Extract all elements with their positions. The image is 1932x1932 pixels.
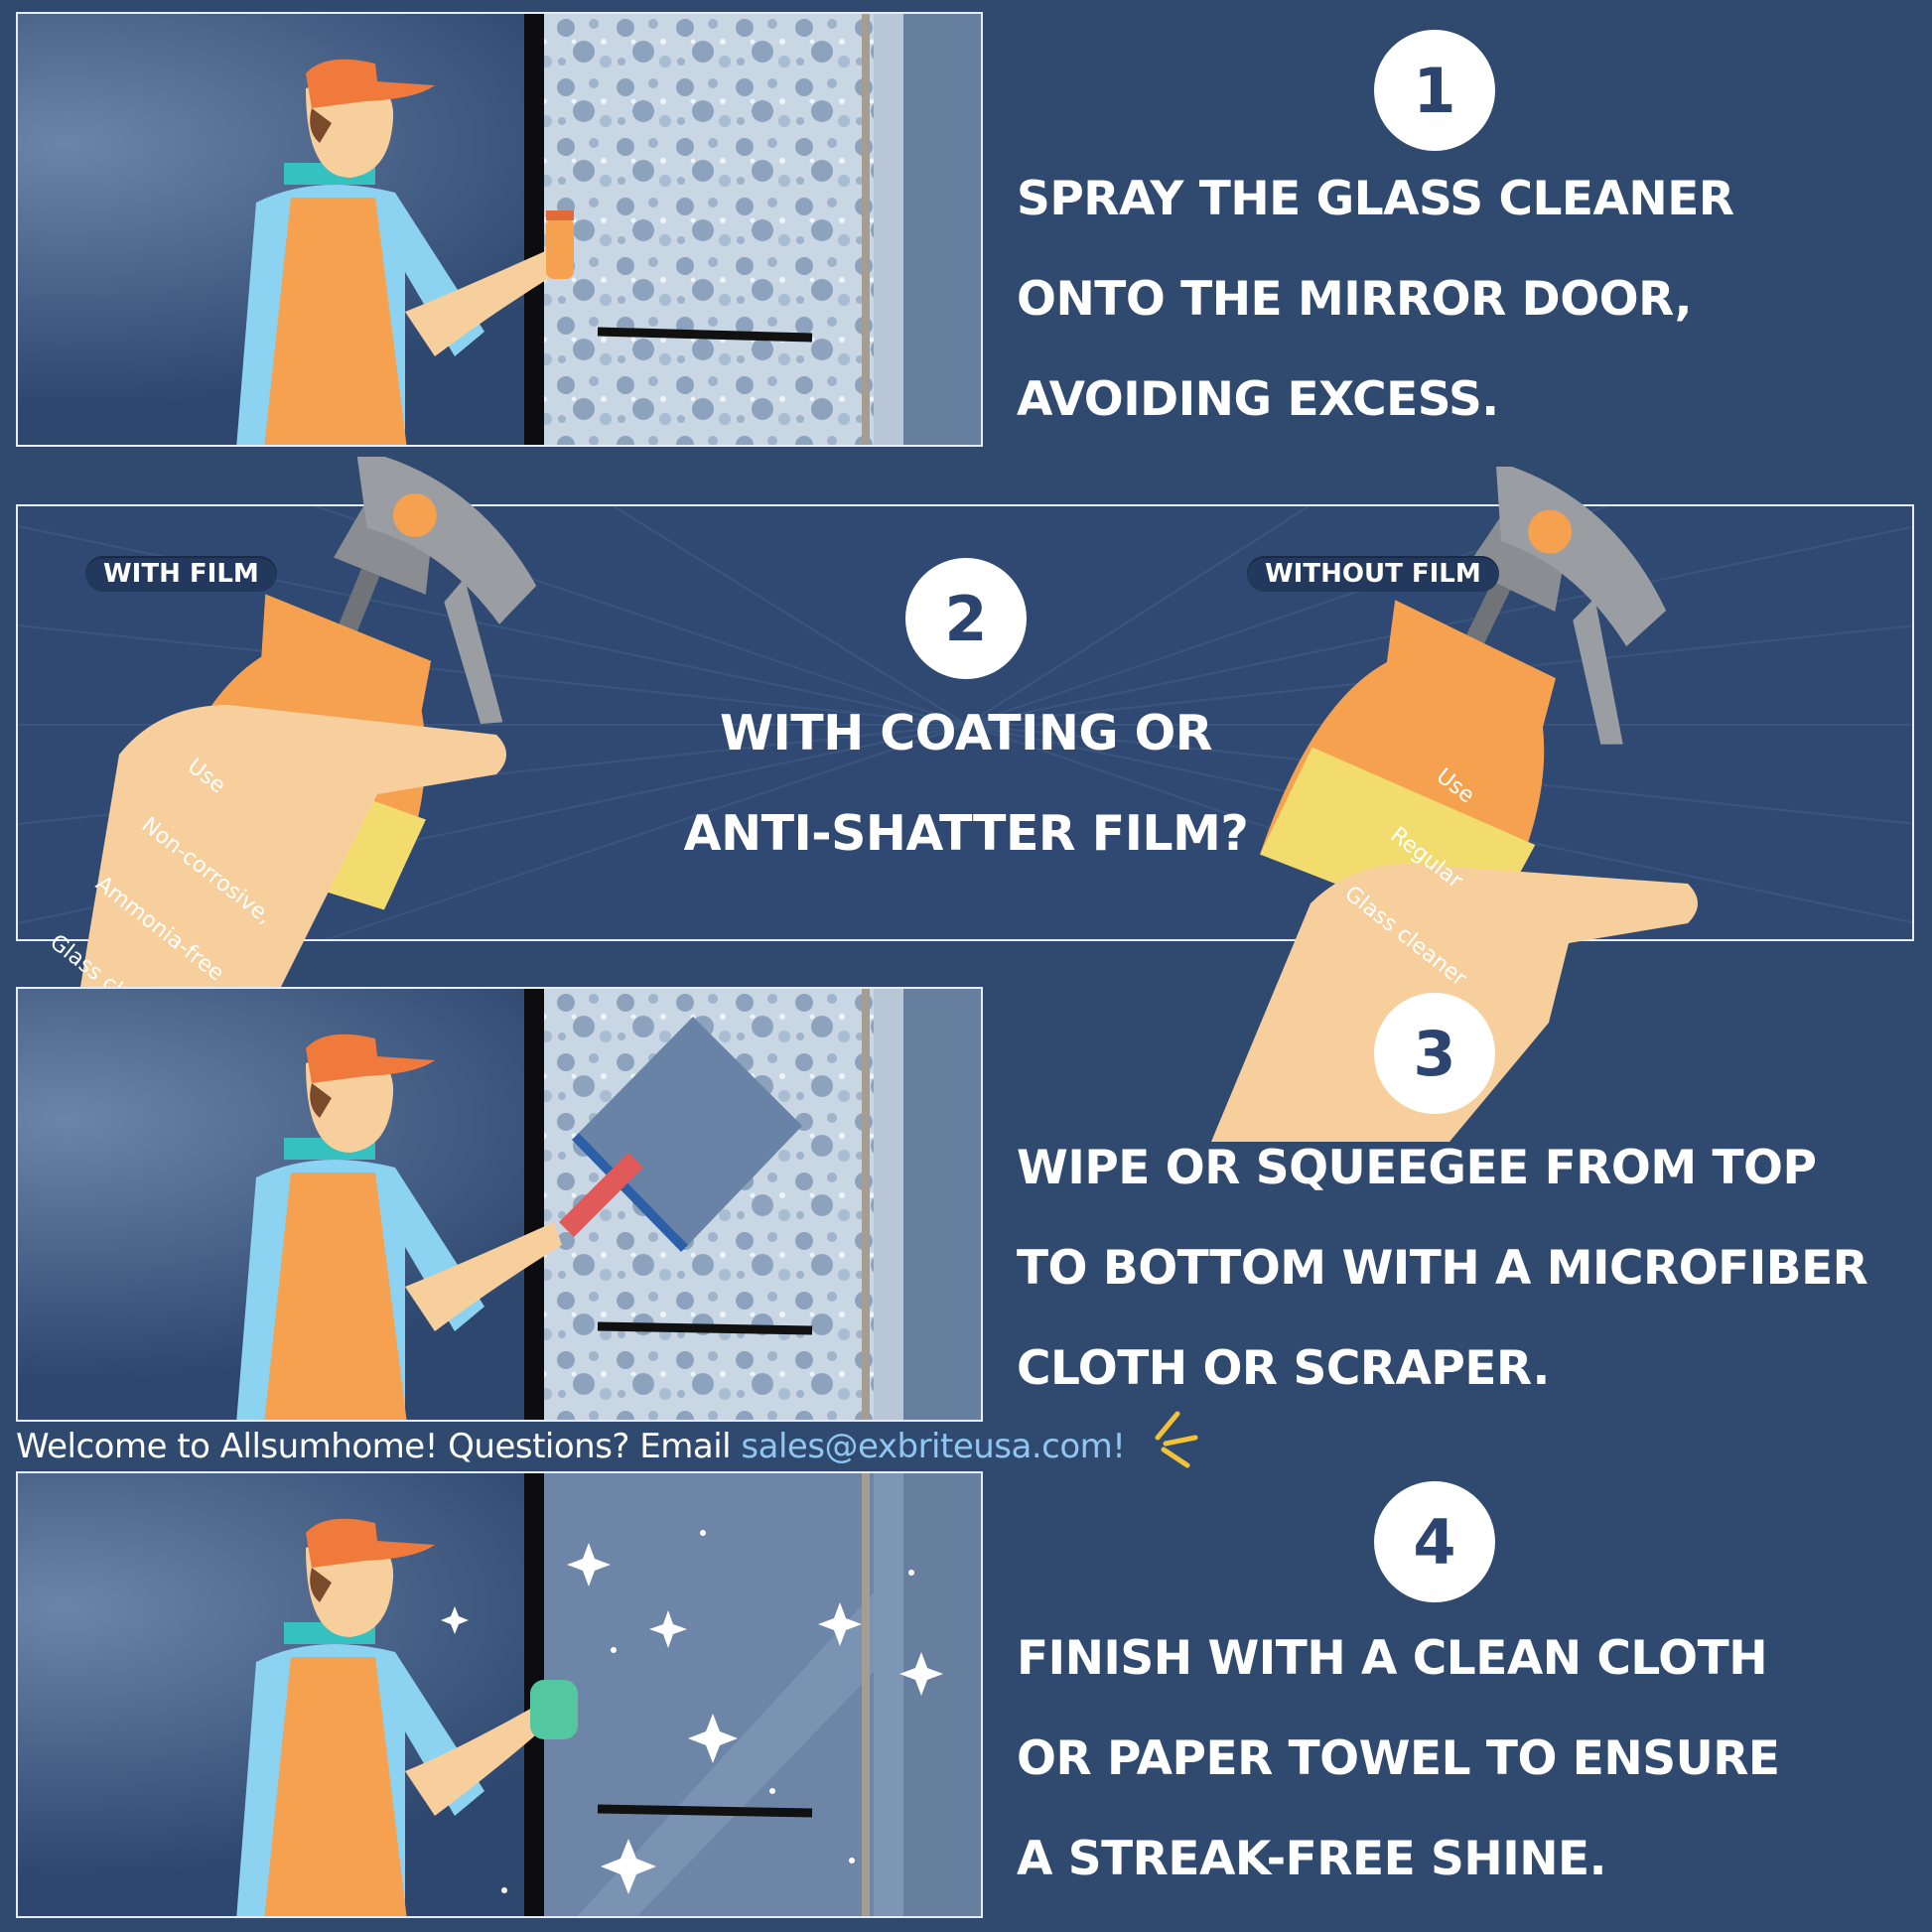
step-4-illustration (16, 1471, 983, 1918)
welcome-banner: Welcome to Allsumhome! Questions? Email … (16, 1424, 1126, 1469)
step-3-badge: 3 (1374, 993, 1495, 1114)
step-1-text: SPRAY THE GLASS CLEANER ONTO THE MIRROR … (1017, 172, 1734, 427)
step-2-text: WITH COATING OR ANTI-SHATTER FILM? (683, 705, 1249, 862)
welcome-text: Welcome to Allsumhome! Questions? Email (16, 1427, 742, 1466)
contact-email-link[interactable]: sales@exbriteusa.com! (741, 1427, 1126, 1466)
step-3-illustration (16, 987, 983, 1422)
step-4-badge: 4 (1374, 1481, 1495, 1602)
step-3-text: WIPE OR SQUEEGEE FROM TOP TO BOTTOM WITH… (1017, 1141, 1868, 1396)
sparkle-icon (1155, 1411, 1198, 1468)
step-2-badge: 2 (905, 558, 1027, 679)
with-film-pill: WITH FILM (85, 556, 277, 592)
step-4-text: FINISH WITH A CLEAN CLOTH OR PAPER TOWEL… (1017, 1631, 1780, 1886)
without-film-pill: WITHOUT FILM (1247, 556, 1499, 592)
step-1-badge: 1 (1374, 30, 1495, 151)
left-spray-bottle-icon (79, 457, 537, 993)
step-1-illustration (16, 12, 983, 447)
